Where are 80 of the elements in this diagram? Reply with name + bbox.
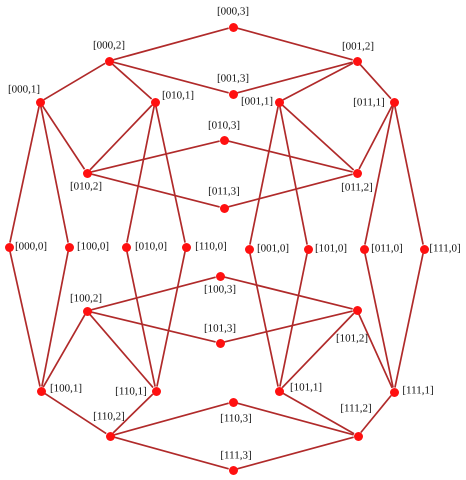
vertex-label: [000,1] bbox=[8, 84, 40, 96]
edge-line bbox=[237, 61, 353, 94]
edge-line bbox=[42, 314, 86, 388]
edge-line bbox=[113, 61, 229, 94]
edge-line bbox=[41, 251, 69, 387]
vertex-label: [001,0] bbox=[256, 244, 290, 254]
edge-line bbox=[114, 436, 229, 470]
edge-line bbox=[155, 106, 186, 243]
edge-line bbox=[282, 104, 354, 171]
vertex-label: [000,2] bbox=[92, 40, 126, 52]
vertex-label: [100,3] bbox=[204, 284, 236, 296]
vertex-label: [100,0] bbox=[76, 242, 110, 252]
edge-line bbox=[156, 251, 186, 387]
vertex-label: [011,3] bbox=[208, 186, 240, 198]
edge-line bbox=[364, 253, 394, 388]
vertex-label: [100,2] bbox=[70, 294, 102, 304]
edge-line bbox=[42, 105, 86, 170]
vertex-label: [001,3] bbox=[216, 74, 250, 84]
vertex-label: [101,2] bbox=[336, 334, 368, 344]
edge-line bbox=[113, 27, 229, 61]
edge-line bbox=[360, 394, 392, 434]
edge-line bbox=[91, 140, 220, 173]
edge-line bbox=[91, 173, 220, 208]
vertex-label: [000,3] bbox=[216, 6, 250, 18]
edge-line bbox=[126, 106, 155, 243]
edge-line bbox=[282, 312, 354, 388]
vertex-label: [111,1] bbox=[402, 386, 434, 396]
vertex-label: [010,0] bbox=[134, 242, 168, 252]
edge-line bbox=[91, 311, 216, 343]
vertex-label: [011,2] bbox=[341, 182, 373, 194]
edge-line bbox=[282, 392, 355, 435]
edge-line bbox=[279, 106, 308, 245]
edge-line bbox=[43, 62, 106, 100]
edge-line bbox=[249, 253, 279, 387]
vertex-label: [101,1] bbox=[290, 382, 322, 394]
vertex-label: [010,3] bbox=[208, 120, 240, 132]
vertex-label: [011,1] bbox=[353, 98, 385, 108]
edge-line bbox=[237, 436, 354, 470]
edge-line bbox=[394, 253, 424, 388]
edge-line bbox=[91, 276, 216, 311]
edge-line bbox=[394, 106, 424, 245]
edge-line bbox=[112, 63, 152, 100]
edge-line bbox=[9, 251, 41, 387]
edge-line bbox=[237, 27, 353, 61]
vertex-label: [101,3] bbox=[204, 324, 236, 334]
vertex-label: [110,3] bbox=[220, 414, 252, 424]
vertex-label: [111,0] bbox=[429, 244, 461, 254]
edge-line bbox=[224, 276, 353, 310]
vertex-label: [100,1] bbox=[50, 384, 82, 394]
vertex-label: [001,2] bbox=[342, 42, 374, 52]
vertex-label: [010,2] bbox=[70, 182, 102, 192]
edge-line bbox=[359, 64, 392, 100]
edge-line bbox=[40, 106, 69, 243]
edge-line bbox=[126, 251, 156, 387]
edge-line bbox=[282, 62, 354, 101]
edge-line bbox=[114, 402, 229, 436]
edge-line bbox=[358, 314, 393, 388]
vertex-label: [111,3] bbox=[220, 450, 252, 462]
edge-line bbox=[112, 394, 154, 434]
edge-line bbox=[228, 173, 353, 208]
edge-line bbox=[44, 392, 107, 434]
edge-line bbox=[358, 106, 393, 170]
vertex-label: [110,0] bbox=[195, 242, 227, 252]
edge-line bbox=[90, 104, 152, 170]
vertex-label: [110,2] bbox=[93, 412, 125, 422]
edge-line bbox=[364, 106, 394, 245]
vertex-label: [010,1] bbox=[162, 90, 194, 102]
vertex-label: [001,1] bbox=[240, 96, 274, 108]
edge-line bbox=[249, 106, 279, 245]
edge-line bbox=[279, 253, 308, 387]
vertex-label: [101,0] bbox=[314, 244, 348, 254]
edge-line bbox=[237, 402, 354, 436]
edge-line bbox=[224, 310, 353, 343]
vertex-label: [111,2] bbox=[340, 404, 372, 414]
vertex-label: [000,0] bbox=[14, 242, 48, 252]
edge-line bbox=[89, 314, 154, 388]
edge-line bbox=[9, 106, 40, 243]
vertex-label: [110,1] bbox=[115, 386, 147, 398]
edge-line bbox=[228, 140, 353, 173]
vertex-label: [011,0] bbox=[371, 244, 403, 254]
